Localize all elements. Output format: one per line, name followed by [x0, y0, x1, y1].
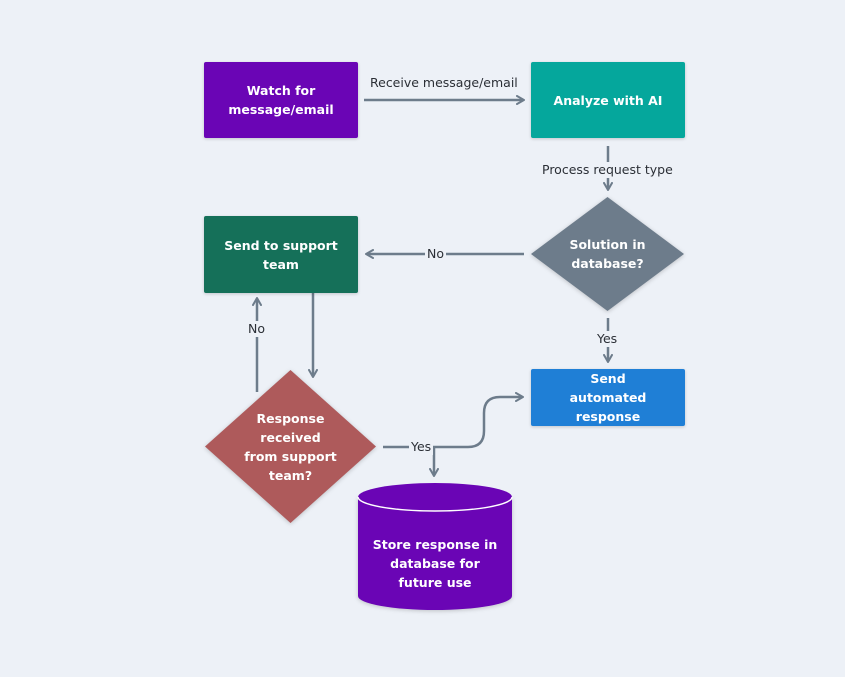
node-store-label: Store response in database for future us…: [372, 537, 498, 590]
node-automated[interactable]: Send automated response: [531, 369, 685, 426]
edge-label-receive: Receive message/email: [368, 75, 520, 91]
node-response-shape: [205, 370, 376, 523]
node-solution-label: Solution in database?: [569, 237, 646, 271]
node-response[interactable]: Response received from support team?: [205, 370, 376, 523]
edge-label-yes-solution: Yes: [595, 331, 620, 347]
node-support[interactable]: Send to support team: [204, 216, 358, 293]
node-analyze-label: Analyze with AI: [553, 92, 663, 108]
node-solution-shape: [531, 197, 684, 311]
node-watch-label: Watch for message/email: [228, 83, 334, 117]
edge-label-no-solution: No: [425, 246, 446, 262]
node-automated-label: Send automated response: [569, 371, 647, 424]
node-support-label: Send to support team: [224, 237, 338, 272]
edge-label-yes-response: Yes: [409, 439, 434, 455]
node-watch[interactable]: Watch for message/email: [204, 62, 358, 138]
database-icon: [357, 483, 513, 610]
node-store[interactable]: Store response in database for future us…: [357, 483, 513, 610]
node-analyze[interactable]: Analyze with AI: [531, 62, 685, 138]
node-solution[interactable]: Solution in database?: [531, 197, 684, 311]
node-response-label: Response received from support team?: [244, 410, 337, 483]
edge-response-to-automated: [383, 392, 524, 449]
edge-label-process: Process request type: [540, 162, 675, 178]
edge-label-no-response: No: [246, 321, 267, 337]
